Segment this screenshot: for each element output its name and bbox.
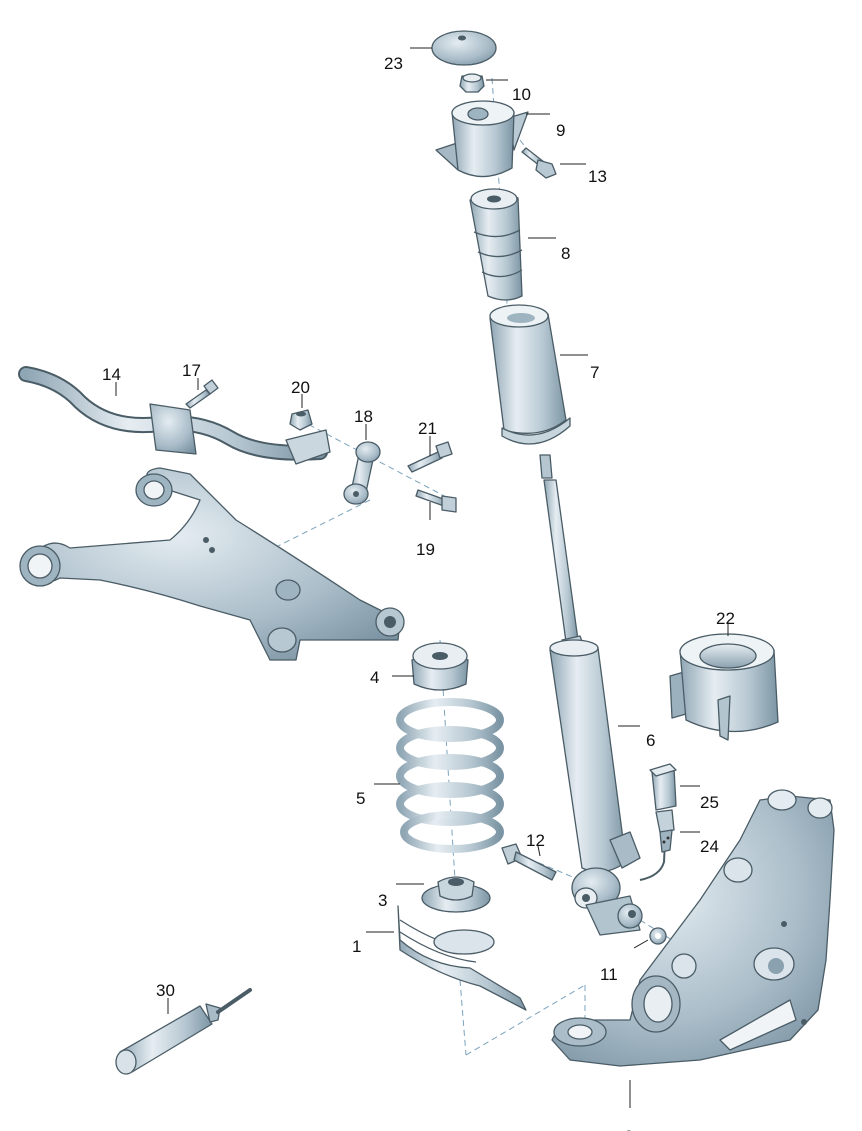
label-9: 9 bbox=[556, 121, 565, 140]
top-mount-part bbox=[435, 100, 529, 178]
spring-seat-top-part bbox=[411, 642, 469, 691]
label-20: 20 bbox=[291, 378, 310, 397]
label-18: 18 bbox=[354, 407, 373, 426]
label-30: 30 bbox=[156, 981, 175, 1000]
label-24: 24 bbox=[700, 837, 719, 856]
part-labels: 23 10 9 13 8 7 14 17 20 18 21 19 22 4 6 … bbox=[102, 54, 735, 1131]
bolt-part-21 bbox=[407, 441, 453, 473]
spring-seat-lower-part bbox=[421, 876, 491, 913]
bushing-part-22 bbox=[669, 633, 779, 741]
label-11: 11 bbox=[600, 965, 618, 984]
label-21: 21 bbox=[418, 419, 437, 438]
nut-part-20 bbox=[289, 409, 313, 431]
label-25: 25 bbox=[700, 793, 719, 812]
label-7: 7 bbox=[590, 363, 599, 382]
label-1: 1 bbox=[352, 937, 361, 956]
nut-part-10 bbox=[459, 73, 485, 93]
sensor-connector-part bbox=[649, 763, 677, 853]
label-10: 10 bbox=[512, 85, 531, 104]
label-5: 5 bbox=[356, 789, 365, 808]
bolt-part-12 bbox=[501, 843, 557, 881]
bump-stop-part bbox=[469, 188, 523, 301]
label-6: 6 bbox=[646, 731, 655, 750]
label-12: 12 bbox=[526, 831, 545, 850]
label-2: 2 bbox=[624, 1127, 633, 1131]
spring-pad-part bbox=[397, 905, 527, 1011]
bolt-part-17 bbox=[185, 379, 219, 409]
coil-spring-part bbox=[396, 698, 504, 853]
washer-part-11 bbox=[649, 927, 667, 945]
label-4: 4 bbox=[370, 668, 379, 687]
bolt-part-13 bbox=[521, 147, 557, 179]
label-23: 23 bbox=[384, 54, 403, 73]
leader-lines bbox=[115, 47, 729, 1108]
coupling-rod-part bbox=[343, 441, 381, 505]
label-17: 17 bbox=[182, 361, 201, 380]
label-13: 13 bbox=[588, 167, 607, 186]
label-8: 8 bbox=[561, 244, 570, 263]
protective-sleeve-part bbox=[489, 304, 571, 445]
dust-cap-part bbox=[431, 30, 497, 66]
label-3: 3 bbox=[378, 891, 387, 910]
wheel-bearing-housing-part bbox=[551, 789, 835, 1067]
stabilizer-bar-part bbox=[18, 366, 331, 465]
label-22: 22 bbox=[716, 609, 735, 628]
special-tool-part bbox=[115, 988, 252, 1075]
bolt-part-19 bbox=[415, 489, 457, 513]
label-19: 19 bbox=[416, 540, 435, 559]
shock-absorber-part bbox=[539, 454, 667, 936]
label-14: 14 bbox=[102, 365, 121, 384]
lower-control-arm-part bbox=[19, 467, 405, 661]
